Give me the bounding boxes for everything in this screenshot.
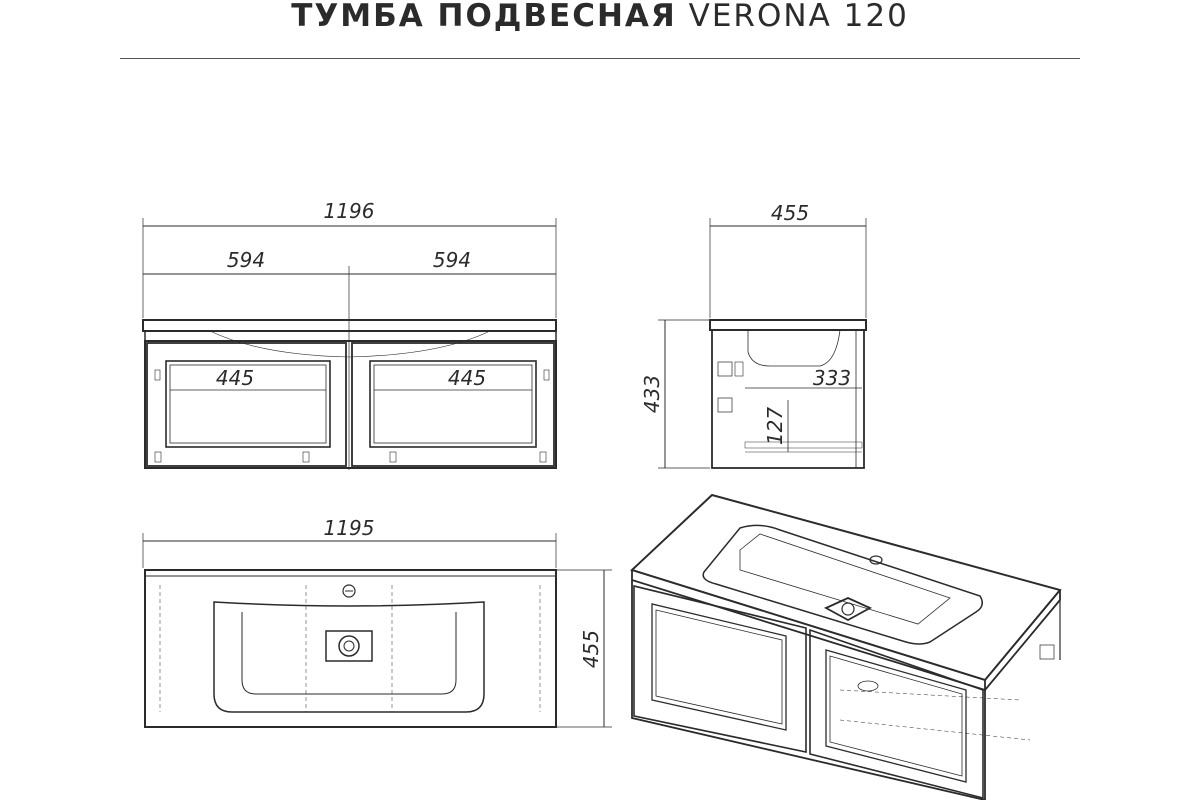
title-divider [120,58,1080,59]
title-product-type: ТУМБА ПОДВЕСНАЯ [291,0,677,34]
dim-left-drawer-inner: 445 [216,366,254,390]
dim-side-depth: 455 [771,201,809,225]
dim-top-depth: 455 [579,630,603,668]
dim-side-height: 433 [640,375,664,413]
title-model: VERONA 120 [688,0,909,34]
isometric-view [630,493,1062,800]
dim-top-width: 1195 [324,516,375,540]
dim-front-total-width: 1196 [324,199,375,223]
front-view [142,218,557,470]
top-view [142,533,612,728]
side-view [658,218,867,469]
dim-side-inner-depth: 333 [813,366,851,390]
drawing-title: ТУМБА ПОДВЕСНАЯ VERONA 120 [0,0,1200,40]
dim-side-inner-height: 127 [763,407,787,445]
dim-right-drawer-inner: 445 [448,366,486,390]
dim-front-right-section: 594 [433,248,471,272]
dim-front-left-section: 594 [227,248,265,272]
